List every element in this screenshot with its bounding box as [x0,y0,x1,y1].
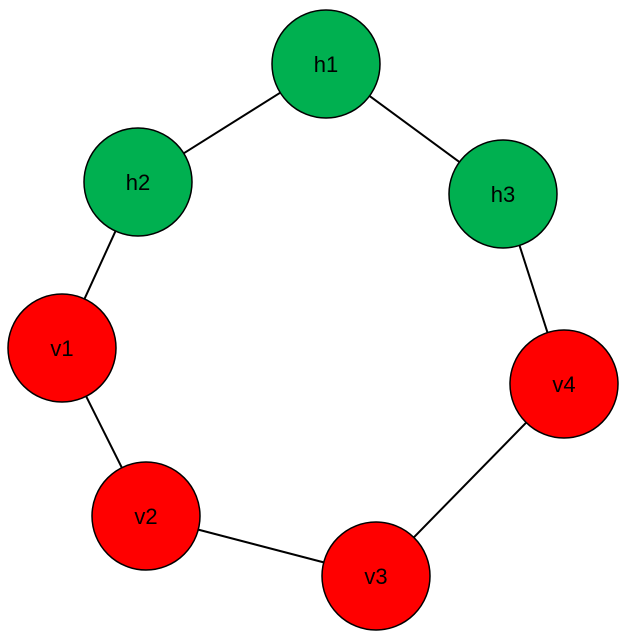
node-circle [7,293,117,403]
node-circle [509,329,619,439]
node-circle [91,461,201,571]
edge-h1-h3 [368,95,461,163]
edge-h1-h2 [183,91,281,155]
node-v4: v4 [509,329,619,439]
node-label: v2 [134,504,157,529]
node-circle [271,9,381,119]
node-circle [83,127,193,237]
node-label: h3 [491,182,515,207]
edge-h2-v1 [83,230,117,300]
edge-v1-v2 [85,395,123,469]
node-label: v3 [364,564,387,589]
node-circle [448,139,558,249]
node-h2: h2 [83,127,193,237]
node-v2: v2 [91,461,201,571]
node-h3: h3 [448,139,558,249]
edge-v3-v4 [413,421,527,539]
node-circle [321,521,431,631]
node-label: v1 [50,336,73,361]
edge-h3-v4 [518,245,549,333]
edges [83,91,549,564]
nodes: h1 h2 h3 v1 v2 v3 v4 [7,9,619,631]
node-label: h2 [126,170,150,195]
node-h1: h1 [271,9,381,119]
node-v1: v1 [7,293,117,403]
node-v3: v3 [321,521,431,631]
edge-v2-v3 [197,528,325,564]
node-label: v4 [552,372,575,397]
node-label: h1 [314,52,338,77]
